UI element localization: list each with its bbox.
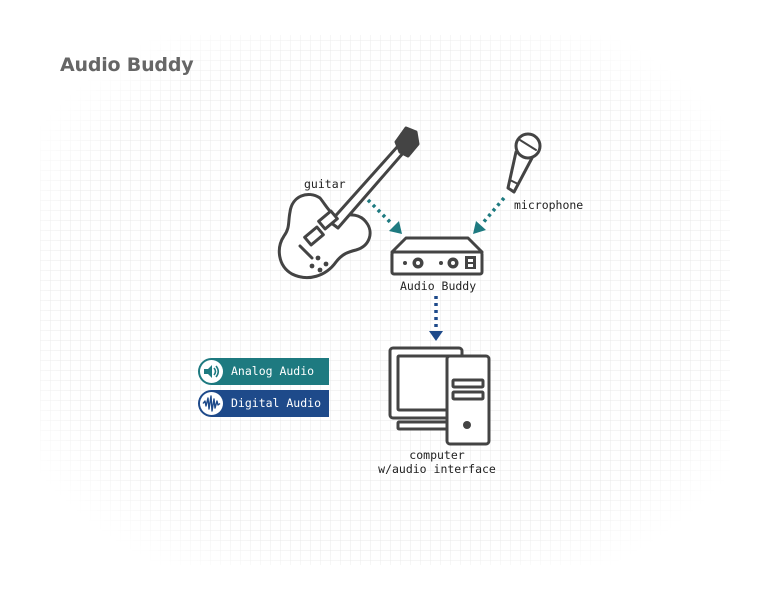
audio-buddy-device-icon xyxy=(390,236,484,276)
device-controls xyxy=(403,256,476,269)
guitar-knobs xyxy=(309,255,329,273)
speaker-icon xyxy=(200,360,223,383)
arrow-microphone-to-device xyxy=(473,196,506,234)
guitar-label: guitar xyxy=(304,177,346,191)
guitar-icon xyxy=(277,126,420,279)
computer-power-button xyxy=(463,421,471,429)
arrow-device-to-computer xyxy=(429,296,443,341)
computer-icon xyxy=(388,346,491,446)
legend-digital-label: Digital Audio xyxy=(231,396,322,410)
legend-analog-audio: Analog Audio xyxy=(198,358,329,385)
legend-analog-label: Analog Audio xyxy=(231,364,315,378)
computer-label-line1: computer xyxy=(409,448,465,462)
legend-digital-audio: Digital Audio xyxy=(198,390,329,417)
microphone-label: microphone xyxy=(514,198,584,212)
page-title: Audio Buddy xyxy=(60,54,194,76)
arrow-guitar-to-device xyxy=(366,198,402,234)
waveform-icon xyxy=(200,392,223,415)
microphone-icon xyxy=(506,132,542,194)
device-label: Audio Buddy xyxy=(400,279,477,293)
computer-label: computer w/audio interface xyxy=(370,448,504,476)
computer-label-line2: w/audio interface xyxy=(378,462,496,476)
